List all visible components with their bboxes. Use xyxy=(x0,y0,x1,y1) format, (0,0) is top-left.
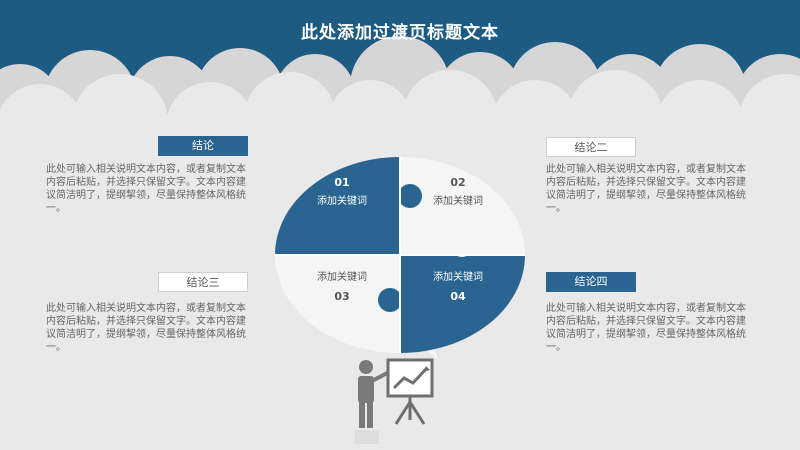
puzzle-piece-02 xyxy=(400,157,525,255)
puzzle-knob-3 xyxy=(451,235,473,257)
label-conclusion-3: 结论三 xyxy=(158,272,248,292)
presenter-chart-icon xyxy=(355,358,434,444)
puzzle-piece-01 xyxy=(275,157,400,255)
text-conclusion-3: 此处可输入相关说明文本内容，或者复制文本内容后粘贴，并选择只保留文字。文本内容建… xyxy=(46,303,246,353)
puzzle-knob-4 xyxy=(378,288,402,312)
puzzle-number-01: 01 xyxy=(334,176,349,189)
label-conclusion-4: 结论四 xyxy=(546,272,636,292)
puzzle-number-04: 04 xyxy=(450,290,466,303)
text-conclusion-2: 此处可输入相关说明文本内容，或者复制文本内容后粘贴，并选择只保留文字。文本内容建… xyxy=(546,164,746,214)
puzzle-keyword-03: 添加关键词 xyxy=(317,270,367,283)
puzzle-knob-1 xyxy=(398,184,422,208)
puzzle-keyword-01: 添加关键词 xyxy=(317,194,367,207)
puzzle-piece-04 xyxy=(400,255,525,353)
page-title: 此处添加过渡页标题文本 xyxy=(301,23,499,43)
puzzle-piece-03 xyxy=(275,255,400,353)
label-conclusion-1: 结论 xyxy=(158,136,248,156)
label-conclusion-2: 结论二 xyxy=(546,137,636,157)
puzzle-knob-2 xyxy=(326,228,350,252)
text-conclusion-1: 此处可输入相关说明文本内容，或者复制文本内容后粘贴，并选择只保留文字。文本内容建… xyxy=(46,164,246,214)
puzzle-keyword-02: 添加关键词 xyxy=(433,194,483,207)
text-conclusion-4: 此处可输入相关说明文本内容，或者复制文本内容后粘贴，并选择只保留文字。文本内容建… xyxy=(546,303,746,353)
puzzle-keyword-04: 添加关键词 xyxy=(433,270,483,283)
puzzle-number-02: 02 xyxy=(450,176,465,189)
puzzle-number-03: 03 xyxy=(334,290,349,303)
